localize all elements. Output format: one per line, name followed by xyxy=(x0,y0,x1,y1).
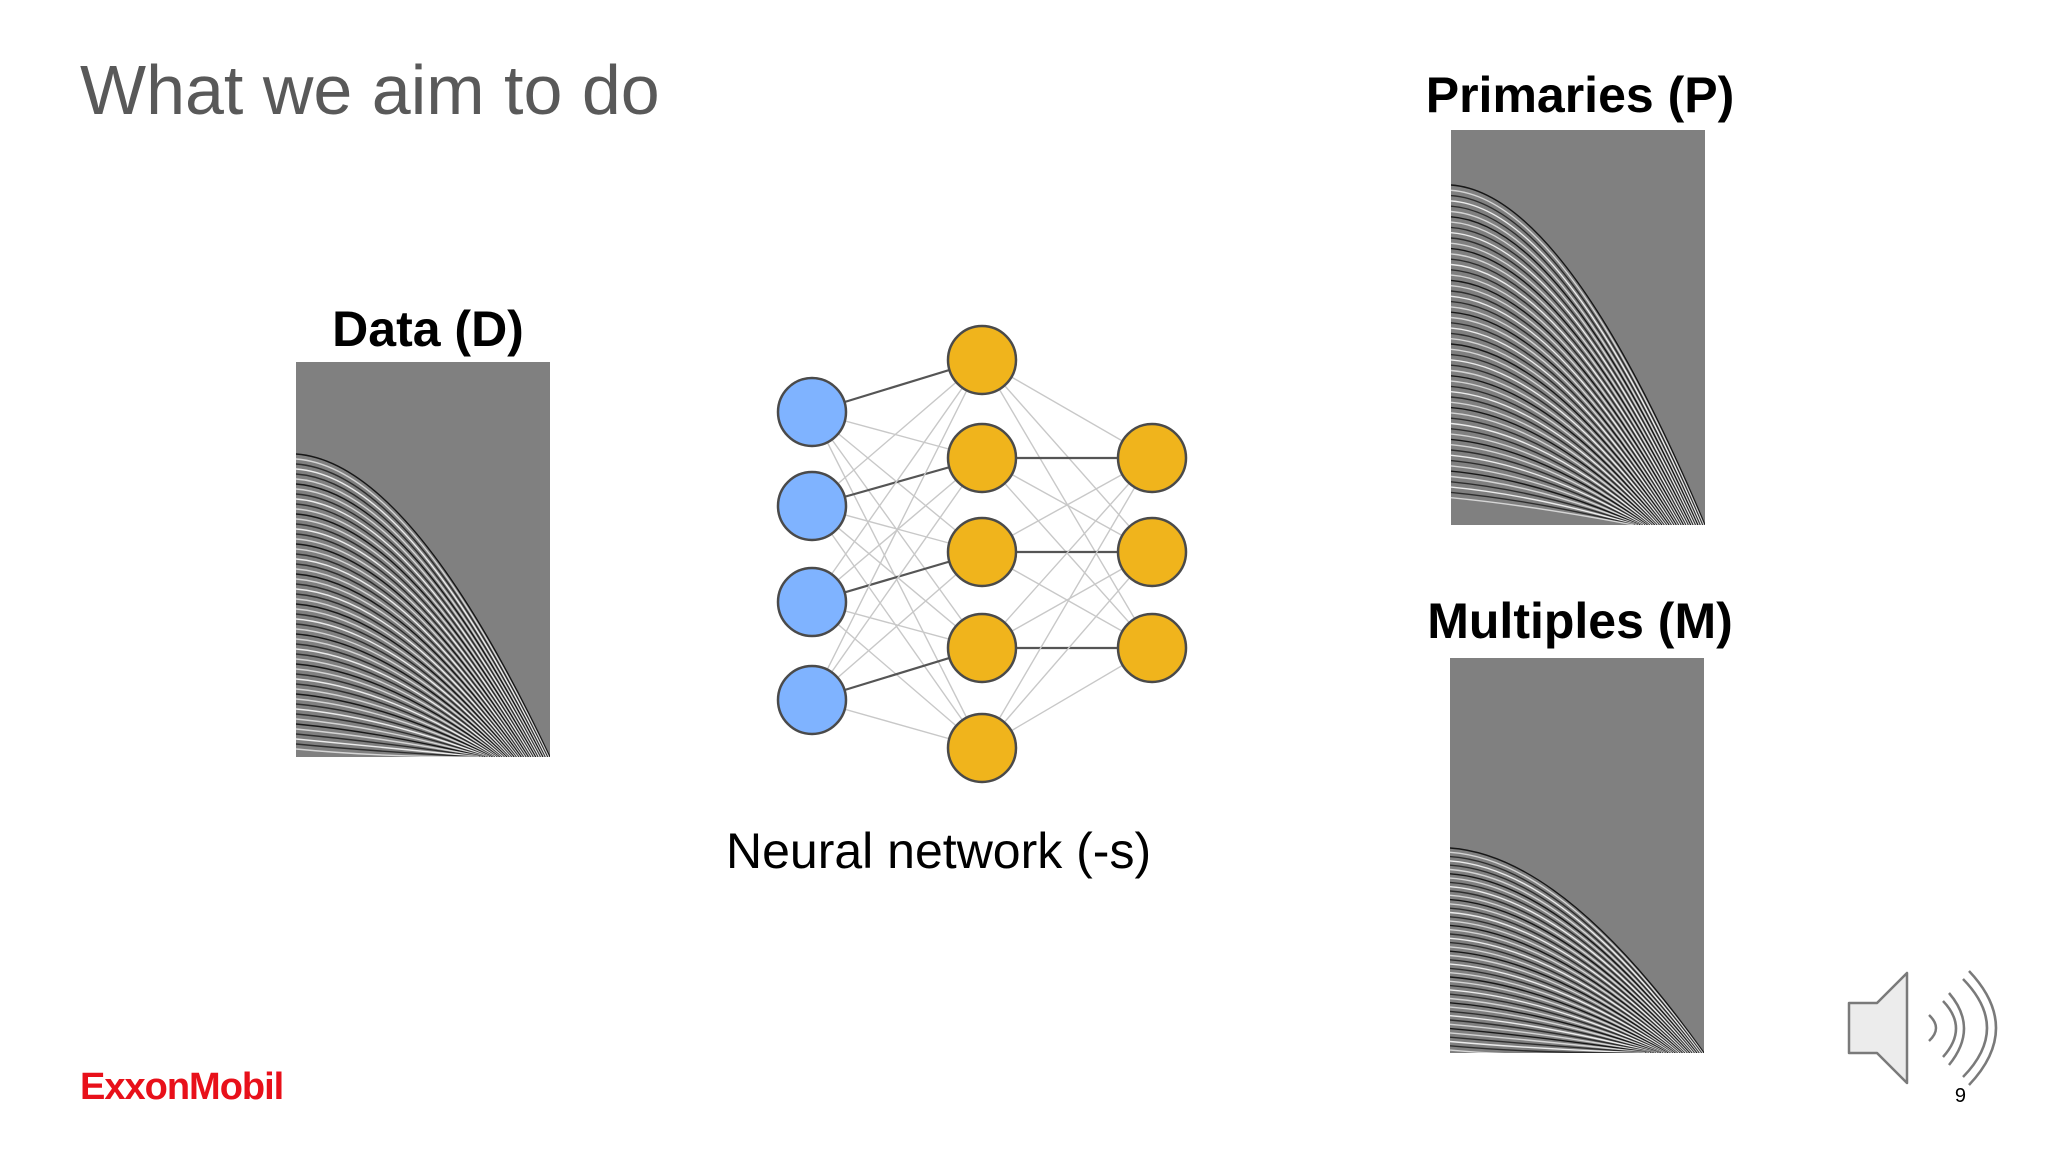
nn-output-node xyxy=(1116,422,1188,494)
neural-network-caption: Neural network (-s) xyxy=(726,823,1152,879)
nn-hidden-node xyxy=(946,516,1018,588)
exxonmobil-logo: ExxonMobil xyxy=(80,1066,284,1108)
nn-input-node xyxy=(776,470,848,542)
data-seismic-image xyxy=(296,362,550,757)
nn-edge xyxy=(981,359,1153,649)
nn-output-node xyxy=(1116,516,1188,588)
nn-edge xyxy=(981,457,1153,749)
page-number: 9 xyxy=(1954,1085,1966,1107)
nn-edge xyxy=(981,551,1153,749)
nn-edge xyxy=(811,359,983,507)
multiples-label: Multiples (M) xyxy=(1427,593,1733,649)
nn-hidden-node xyxy=(946,712,1018,784)
nn-hidden-node xyxy=(946,612,1018,684)
nn-edge xyxy=(811,505,983,749)
primaries-label: Primaries (P) xyxy=(1425,67,1735,123)
primaries-seismic-image xyxy=(1451,130,1705,525)
nn-input-node xyxy=(776,664,848,736)
nn-edge xyxy=(981,457,1153,649)
nn-output-node xyxy=(1116,612,1188,684)
nn-edge xyxy=(811,457,983,701)
slide-title: What we aim to do xyxy=(80,51,660,129)
nn-edge xyxy=(811,551,983,701)
neural-network-diagram xyxy=(776,324,1188,784)
speaker-icon[interactable] xyxy=(1845,965,2005,1090)
nn-edge xyxy=(811,359,983,603)
multiples-seismic-image xyxy=(1450,658,1704,1053)
nn-edge xyxy=(981,359,1153,553)
nn-edge xyxy=(811,359,983,701)
nn-hidden-node xyxy=(946,422,1018,494)
nn-input-node xyxy=(776,376,848,448)
nn-input-node xyxy=(776,566,848,638)
data-label: Data (D) xyxy=(332,301,524,357)
nn-hidden-node xyxy=(946,324,1018,396)
